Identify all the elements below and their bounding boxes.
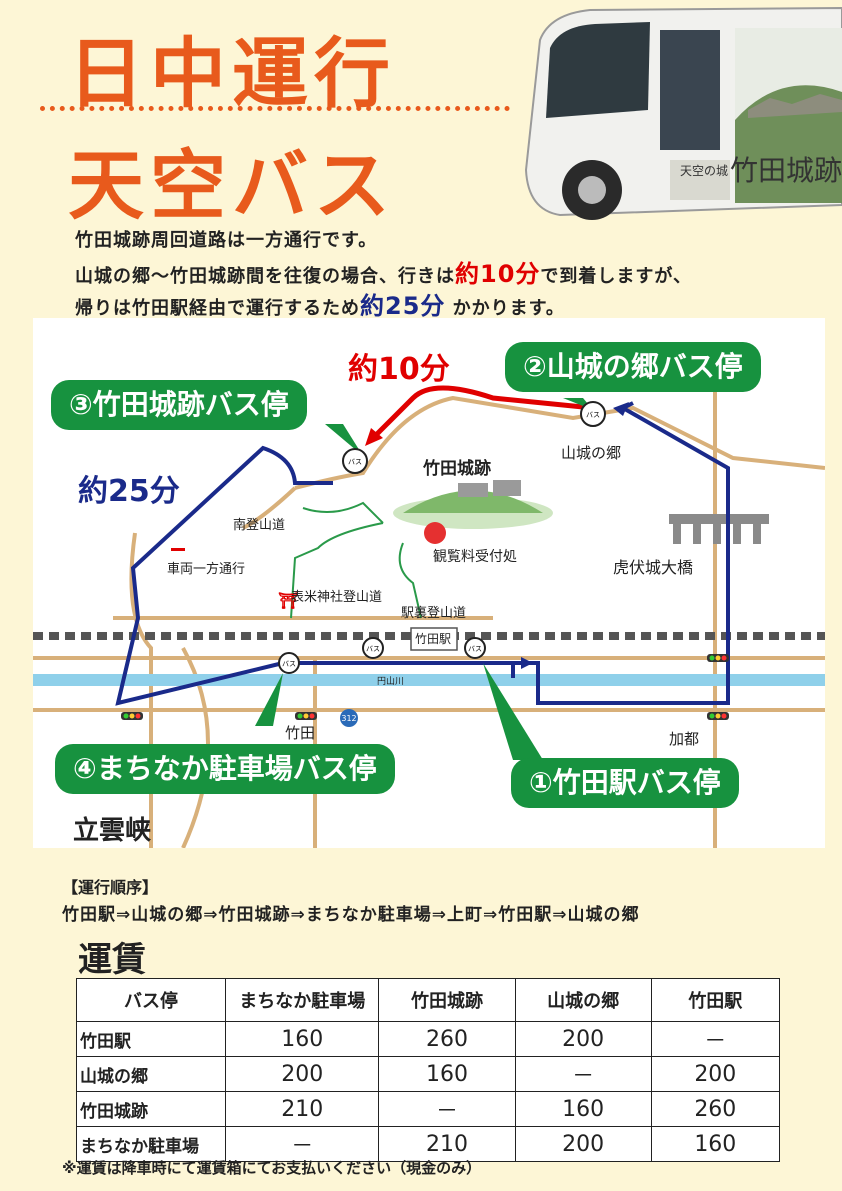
fare-cell: 210: [378, 1126, 516, 1162]
fare-cell: 260: [650, 1091, 781, 1127]
fare-header-cell: 竹田駅: [650, 978, 781, 1022]
intro-line-2-text-b: で到着しますが、: [540, 266, 693, 287]
label-south-trail: 南登山道: [233, 518, 286, 533]
label-one-way: 車両一方通行: [167, 562, 246, 577]
label-ticket-office: 観覧料受付処: [433, 549, 517, 565]
fare-header-cell: バス停: [76, 978, 226, 1022]
fare-cell: 200: [514, 1021, 652, 1057]
station-box: [410, 627, 458, 651]
one-way-mark: [171, 548, 185, 551]
intro-time-red: 約10分: [455, 260, 541, 288]
bus-stop-marks: バス バス バス バス バス: [278, 401, 606, 674]
fare-header-cell: まちなか駐車場: [224, 978, 380, 1022]
intro-line-3: 帰りは竹田駅経由で運行するため約25分 かかります。: [75, 286, 565, 321]
fare-header-row: バス停 まちなか駐車場 竹田城跡 山城の郷 竹田駅: [76, 978, 781, 1022]
callout-stop-4: ④まちなか駐車場バス停: [55, 744, 395, 794]
fare-cell: －: [378, 1091, 516, 1127]
title-line-1: 日中運行: [68, 29, 396, 118]
fare-row-head: 竹田城跡: [76, 1091, 226, 1127]
callout-stop-2: ②山城の郷バス停: [505, 342, 761, 392]
table-row: 山城の郷 200 160 － 200: [76, 1056, 781, 1092]
table-row: まちなか駐車場 － 210 200 160: [76, 1126, 781, 1162]
shrine-icon: ⛩: [278, 591, 298, 610]
bus-stop-mark-4: バス: [282, 660, 296, 668]
intro-line-2: 山城の郷～竹田城跡間を往復の場合、行きは約10分で到着しますが、: [75, 254, 692, 289]
fare-cell: 160: [514, 1091, 652, 1127]
fare-cell: 260: [378, 1021, 516, 1057]
fare-cell: －: [224, 1126, 380, 1162]
fare-cell: 210: [224, 1091, 380, 1127]
fare-cell: 200: [514, 1126, 652, 1162]
intro-line-3-text-b: かかります。: [445, 298, 565, 319]
fare-row-head: まちなか駐車場: [76, 1126, 226, 1162]
route-312-icon: [340, 709, 358, 727]
order-heading: 【運行順序】: [62, 878, 159, 897]
title-line-2: 天空バス: [68, 141, 396, 230]
label-river: 円山川: [377, 677, 405, 687]
fare-cell: 160: [224, 1021, 380, 1057]
fare-row-head: 竹田駅: [76, 1021, 226, 1057]
castle-illustration: [393, 480, 553, 529]
bridge: [669, 514, 769, 544]
bus-stop-mark-a: バス: [366, 645, 380, 653]
label-bridge: 虎伏城大橋: [613, 558, 694, 577]
fare-note: ※運賃は降車時にて運賃箱にてお支払いください（現金のみ）: [62, 1159, 482, 1177]
intro-time-blue: 約25分: [360, 292, 446, 320]
label-takeda: 竹田: [285, 724, 316, 742]
fare-cell: 160: [650, 1126, 781, 1162]
route-blue-arrowhead-1: [521, 657, 533, 669]
fare-row-head: 山城の郷: [76, 1056, 226, 1092]
fare-cell: －: [514, 1056, 652, 1092]
label-station-trail: 駅裏登山道: [401, 606, 467, 621]
order-line: 竹田駅⇒山城の郷⇒竹田城跡⇒まちなか駐車場⇒上町⇒竹田駅⇒山城の郷: [62, 905, 640, 925]
bus-stop-mark-2: バス: [586, 411, 600, 419]
fare-header-cell: 山城の郷: [514, 978, 652, 1022]
label-ritsuunkyo: 立雲峡: [73, 816, 152, 846]
intro-line-2-text-a: 山城の郷～竹田城跡間を往復の場合、行きは: [75, 266, 455, 287]
label-yamashiro: 山城の郷: [561, 444, 622, 462]
table-row: 竹田駅 160 260 200 －: [76, 1021, 781, 1057]
callout-stop-3: ③竹田城跡バス停: [51, 380, 307, 430]
map-time-blue: 約25分: [78, 474, 180, 509]
fare-cell: 160: [378, 1056, 516, 1092]
intro-line-1: 竹田城跡周回道路は一方通行です。: [75, 230, 378, 251]
bus-stop-mark-1: バス: [468, 645, 482, 653]
fare-cell: 200: [650, 1056, 781, 1092]
bus-photo-main-text: 竹田城跡: [730, 154, 842, 187]
table-row: 竹田城跡 210 － 160 260: [76, 1091, 781, 1127]
bus-stop-mark-3: バス: [348, 458, 362, 466]
fare-cell: 200: [224, 1056, 380, 1092]
route-map: ⛩ バス バス バス バス バス: [33, 318, 825, 848]
route-red-arrowhead: [365, 428, 383, 446]
bus-photo-sub-text: 天空の城: [680, 164, 728, 178]
route-312-label: 312: [341, 714, 356, 723]
route-red: [371, 385, 594, 440]
label-shrine-trail: 表米神社登山道: [291, 590, 383, 605]
intro-line-3-text-a: 帰りは竹田駅経由で運行するため: [75, 298, 360, 319]
fare-cell: －: [650, 1021, 781, 1057]
fare-table: バス停 まちなか駐車場 竹田城跡 山城の郷 竹田駅 竹田駅 160 260 20…: [76, 978, 781, 1162]
bus-photo: 天空の城 竹田城跡: [520, 0, 842, 230]
callout-stop-1: ①竹田駅バス停: [511, 758, 739, 808]
traffic-signals: [121, 654, 729, 720]
callout-pointers: [255, 398, 593, 760]
trails: [290, 501, 422, 619]
fare-title: 運賃: [78, 940, 146, 980]
river: [33, 674, 825, 686]
map-time-red: 約10分: [348, 352, 450, 387]
fare-header-cell: 竹田城跡: [378, 978, 516, 1022]
route-blue-arrowhead-2: [613, 402, 629, 416]
ticket-office-icon: [424, 522, 446, 544]
label-kato: 加都: [669, 730, 700, 748]
title-divider: [40, 106, 510, 111]
label-castle: 竹田城跡: [423, 459, 491, 479]
label-station: 竹田駅: [415, 632, 452, 646]
